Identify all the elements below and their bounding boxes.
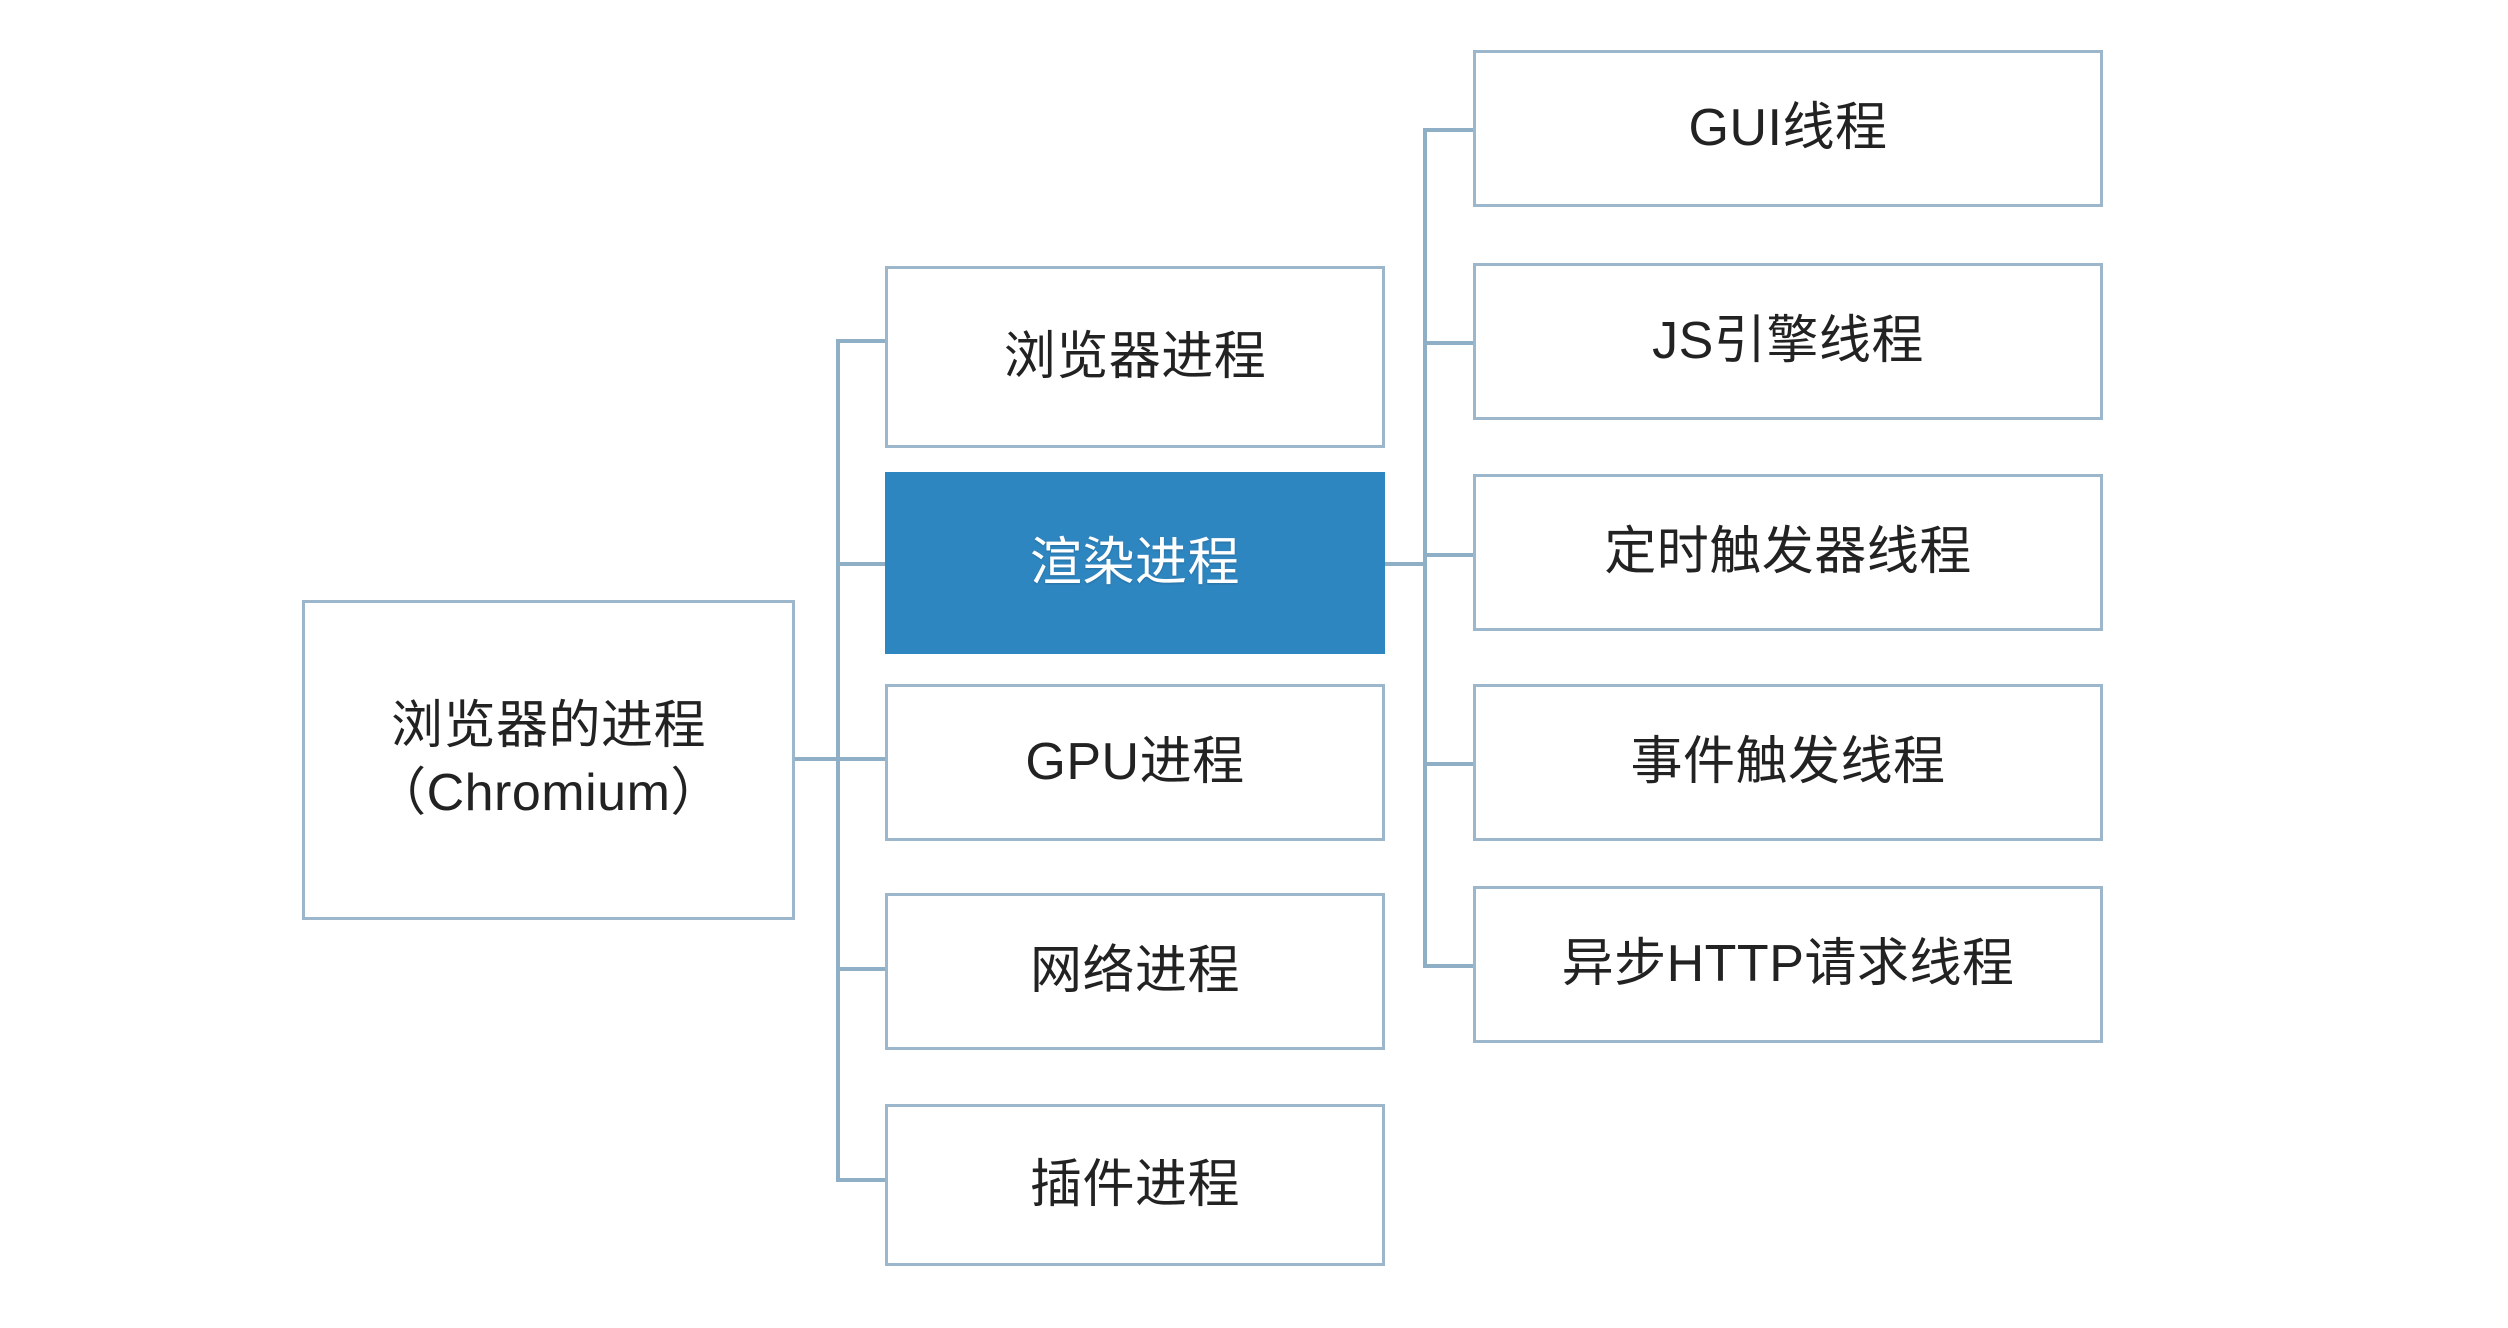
connector-branch-plugin-process: [836, 1178, 887, 1182]
connector-branch-gui-thread: [1423, 128, 1475, 132]
node-process-network[interactable]: 网络进程: [885, 893, 1385, 1050]
node-thread-event[interactable]: 事件触发线程: [1473, 684, 2103, 841]
connector-branch-timer-thread: [1423, 553, 1475, 557]
node-process-gpu[interactable]: GPU进程: [885, 684, 1385, 841]
node-thread-timer[interactable]: 定时触发器线程: [1473, 474, 2103, 631]
node-process-browser[interactable]: 浏览器进程: [885, 266, 1385, 448]
node-thread-js-engine[interactable]: JS引擎线程: [1473, 263, 2103, 420]
connector-branch-js-engine-thread: [1423, 341, 1475, 345]
connector-branch-event-thread: [1423, 762, 1475, 766]
connector-branch-gpu-process: [836, 757, 887, 761]
node-thread-gui[interactable]: GUI线程: [1473, 50, 2103, 207]
connector-render-to-right-trunk: [1385, 562, 1427, 566]
node-process-render[interactable]: 渲染进程: [885, 472, 1385, 654]
connector-branch-http-thread: [1423, 964, 1475, 968]
connector-branch-render-process: [836, 562, 887, 566]
connector-right-trunk: [1423, 128, 1427, 966]
connector-root-to-trunk: [793, 757, 840, 761]
node-thread-http[interactable]: 异步HTTP请求线程: [1473, 886, 2103, 1043]
connector-branch-browser-process: [836, 339, 887, 343]
node-process-plugin[interactable]: 插件进程: [885, 1104, 1385, 1266]
connector-branch-network-process: [836, 967, 887, 971]
node-root-browser-process[interactable]: 浏览器的进程 （Chromium）: [302, 600, 795, 920]
